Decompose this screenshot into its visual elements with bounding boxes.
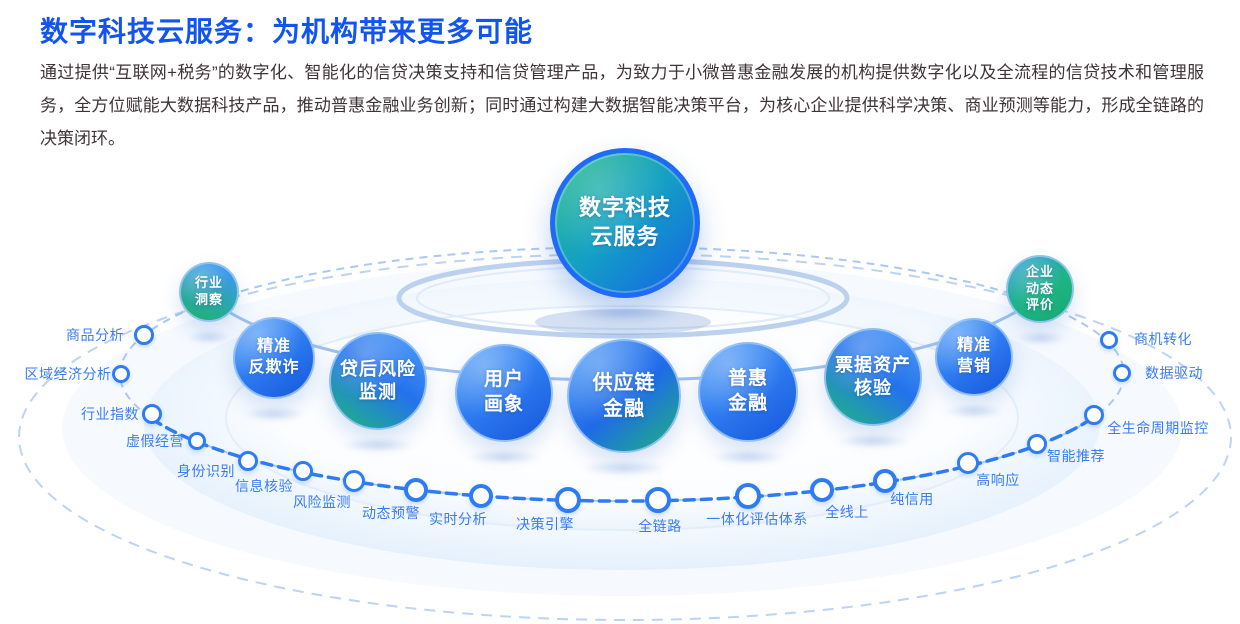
node-label: 信息核验 [235,478,293,494]
sphere-shadow [186,330,232,344]
sphere-shadow [1014,331,1066,345]
sphere-bill-asset-verification: 票据资产核验 [824,328,922,426]
node-ring [555,487,581,513]
sphere-shadow [341,438,415,452]
sphere-label-line: 金融 [603,398,645,420]
node-ring [1027,434,1047,454]
sphere-label-line: 企业 [1025,263,1054,279]
node-label: 虚假经营 [126,433,184,449]
node-ring [469,484,493,508]
node-label: 决策引擎 [516,516,574,532]
sphere-label-line: 云服务 [590,224,660,249]
sphere-industry-insight: 行业洞察 [179,262,239,322]
node-label: 全生命周期监控 [1107,420,1209,436]
node-label: 区域经济分析 [24,366,112,382]
sphere-label-line: 金融 [727,393,768,414]
node-ring [404,478,428,502]
sphere-post-loan-risk-monitor: 贷后风险监测 [329,332,427,430]
outer-dashed-ellipse [18,253,1232,621]
sphere-label-line: 普惠 [727,368,768,390]
page-title: 数字科技云服务：为机构带来更多可能 [40,16,534,47]
node-ring [293,461,313,481]
sphere-enterprise-dynamic-evaluation: 企业动态评价 [1006,255,1074,323]
sphere-label-line: 动态 [1025,280,1054,296]
sphere-label-line: 精准 [256,338,291,356]
node-label: 商机转化 [1134,331,1192,347]
node-ring [1113,364,1131,382]
sphere-user-profile: 用户画象 [455,344,553,442]
sphere-label-line: 供应链 [592,372,656,394]
sphere-label-line: 画象 [483,394,524,415]
node-label: 高响应 [976,472,1020,488]
sphere-shadow [243,407,305,421]
node-ring [873,469,897,493]
sphere-label-line: 票据资产 [835,354,911,375]
sphere-shadow [944,404,1004,418]
node-label: 商品分析 [66,327,124,343]
sphere-precision-marketing: 精准营销 [935,318,1013,396]
node-ring [238,451,258,471]
sphere-label-line: 核验 [854,378,892,398]
sphere-shadow [568,306,682,320]
node-label: 风险监测 [293,494,351,510]
node-ring [810,478,834,502]
sphere-label-line: 行业 [194,275,223,291]
node-ring [735,483,761,509]
node-ring [343,470,365,492]
node-ring [112,365,130,383]
sphere-label-line: 精准 [956,337,991,355]
sphere-shadow [581,461,667,475]
node-label: 全线上 [825,504,869,520]
page-description: 通过提供“互联网+税务”的数字化、智能化的信贷决策支持和信贷管理产品，为致力于小… [40,63,1204,148]
node-label: 数据驱动 [1145,365,1203,381]
sphere-supply-chain-finance: 供应链金融 [567,339,681,453]
sphere-label-line: 贷后风险 [340,358,416,379]
node-label: 动态预警 [362,505,420,521]
center-sphere-shadow [535,309,711,335]
sphere-precise-anti-fraud: 精准反欺诈 [233,317,315,399]
node-label: 一体化评估体系 [706,511,808,527]
sphere-label-line: 监测 [359,382,397,402]
node-ring [1084,405,1104,425]
sphere-digital-tech-cloud: 数字科技云服务 [550,148,700,298]
node-ring [957,452,979,474]
node-ring [142,404,162,424]
node-ring [134,325,154,345]
sphere-label-line: 数字科技 [578,195,671,221]
sphere-shadow [467,450,541,464]
sphere-label-line: 反欺诈 [248,359,300,376]
sphere-label-line: 洞察 [194,292,223,307]
node-label: 身份识别 [177,463,235,479]
sphere-label-line: 评价 [1025,297,1054,313]
sphere-shadow [836,434,910,448]
sphere-label-line: 用户 [483,369,524,391]
sphere-inclusive-finance: 普惠金融 [698,342,798,442]
sphere-shadow [710,450,786,464]
node-label: 纯信用 [890,491,934,507]
sphere-label-line: 营销 [956,358,991,375]
node-label: 智能推荐 [1047,448,1105,464]
node-ring [645,487,671,513]
node-label: 行业指数 [81,406,139,422]
node-label: 实时分析 [429,511,487,527]
node-ring [1100,331,1118,349]
node-ring [188,432,206,450]
node-label: 全链路 [638,518,682,534]
